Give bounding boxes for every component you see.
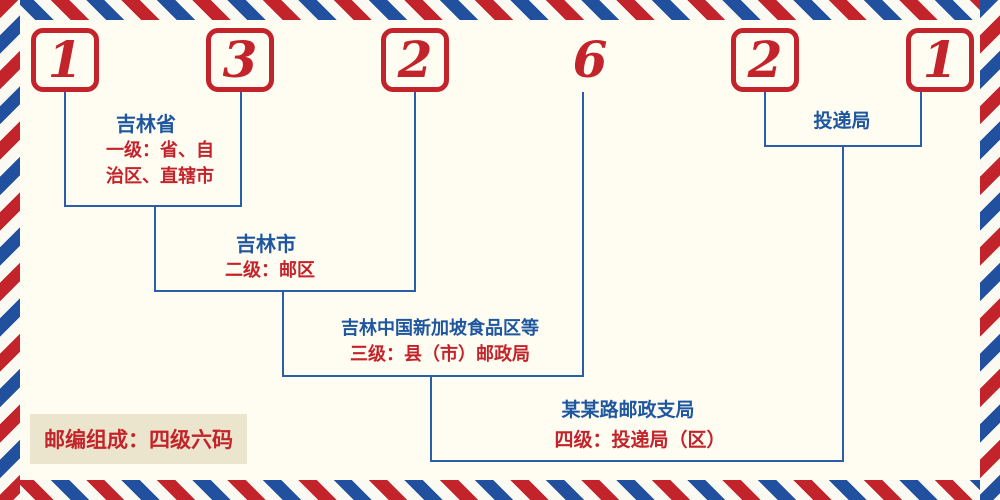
postal-digit-4: 6 [572,30,608,89]
connector-line [282,375,584,377]
level4-desc-label: 四级：投递局（区） [554,429,726,451]
digit-box-1: 1 [31,28,99,92]
level1-desc-line1: 一级：省、自 [106,140,214,161]
connector-line [582,92,584,375]
airmail-border-right [980,0,1000,500]
level1-desc-label: 一级：省、自 治区、直辖市 [106,138,214,190]
connector-line [64,92,66,205]
connector-line [414,92,416,290]
connector-line [154,207,156,290]
postal-digit-5: 2 [747,30,783,89]
level3-desc-label: 三级：县（市）邮政局 [350,344,530,365]
composition-note: 邮编组成：四级六码 [30,414,247,464]
connector-line [920,92,922,145]
level2-place-label: 吉林市 [236,232,296,256]
connector-line [240,92,242,205]
connector-line [154,290,416,292]
digit-box-2: 3 [206,28,274,92]
level1-desc-line2: 治区、直辖市 [106,166,214,187]
level2-desc-label: 二级：邮区 [225,260,315,281]
airmail-border-bottom [0,480,1000,500]
postal-digit-3: 2 [397,30,433,89]
level3-place-label: 吉林中国新加坡食品区等 [341,318,539,339]
airmail-border-top [0,0,1000,20]
delivery-office-label: 投递局 [813,110,871,132]
connector-line [764,92,766,145]
connector-line [430,460,844,462]
airmail-border-left [0,0,20,500]
digit-box-5: 2 [731,28,799,92]
postal-digit-1: 1 [47,30,83,89]
connector-line [764,145,922,147]
connector-line [282,292,284,375]
digit-box-6: 1 [906,28,974,92]
composition-note-text: 邮编组成：四级六码 [44,428,233,452]
connector-line [842,147,844,460]
postal-digit-2: 3 [222,30,258,89]
postal-digit-6: 1 [922,30,958,89]
digit-box-3: 2 [381,28,449,92]
level1-place-label: 吉林省 [116,112,176,136]
digit-box-4: 6 [556,28,624,92]
connector-line [64,205,242,207]
connector-line [430,377,432,460]
level4-place-label: 某某路邮政支局 [561,399,695,421]
